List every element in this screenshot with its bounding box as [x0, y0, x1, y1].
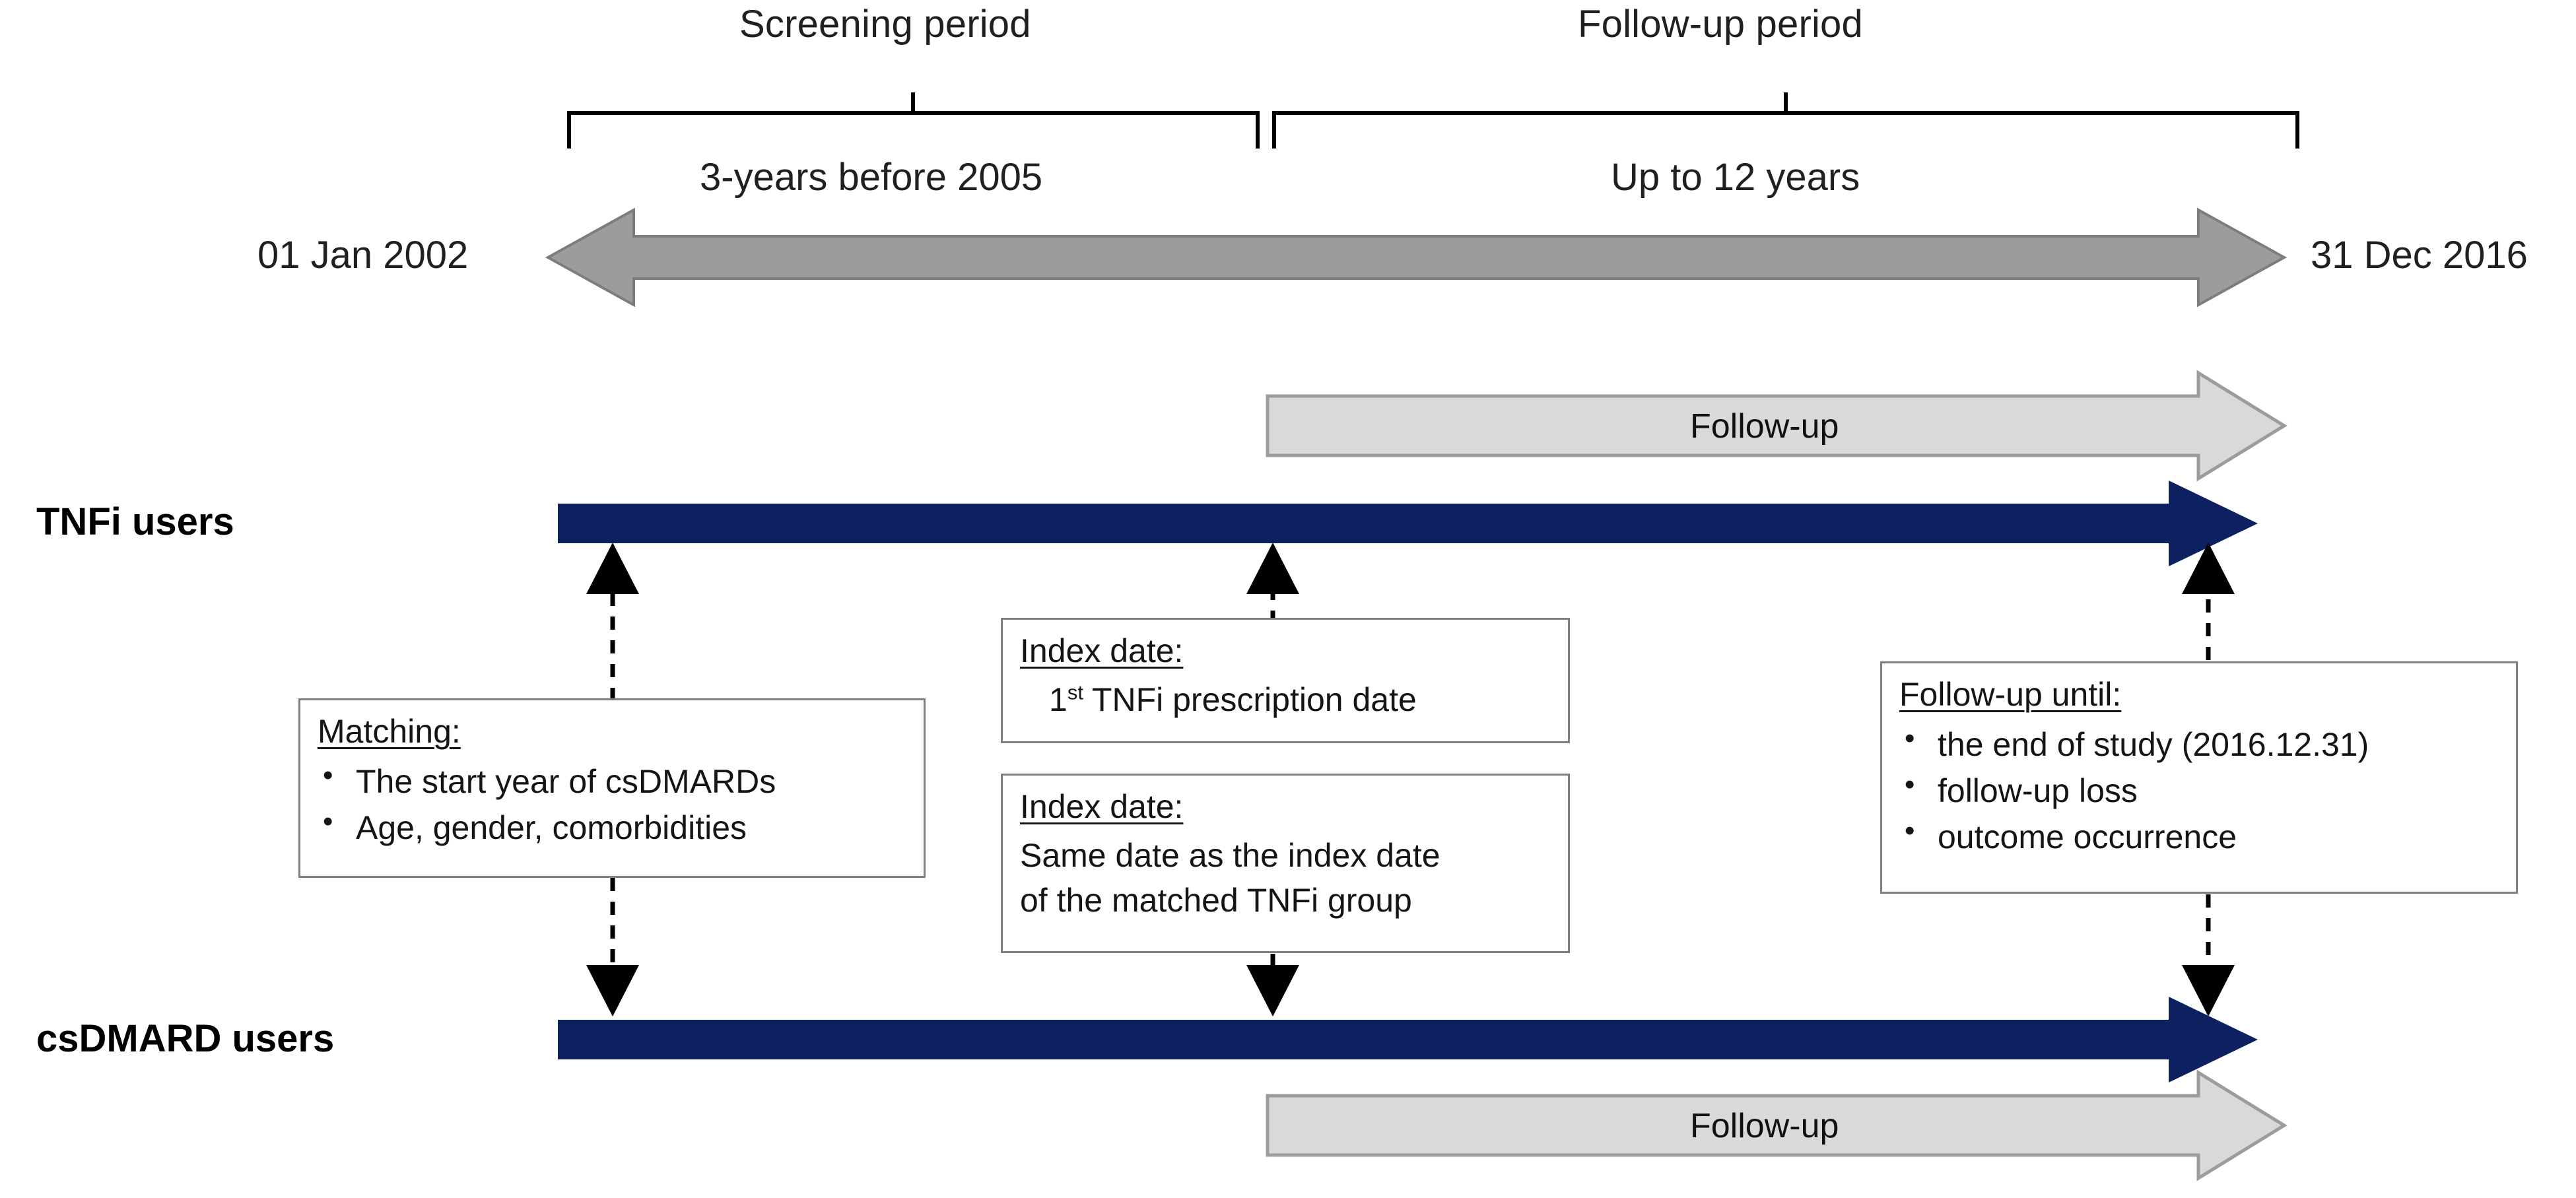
list-item: outcome occurrence: [1899, 815, 2501, 856]
callout-index-date-csdmard-line-1: Same date as the index date: [1020, 837, 1441, 874]
study-period-arrow: [545, 207, 2288, 308]
tnfi-followup-arrow-label: Follow-up: [1690, 407, 1839, 446]
callout-matching-title: Matching:: [318, 713, 461, 750]
callout-index-date-csdmard: Index date: Same date as the index date …: [1001, 774, 1570, 953]
list-item: the end of study (2016.12.31): [1899, 723, 2501, 764]
connector-followupuntil-to-csdmard: [2182, 894, 2235, 1016]
row-label-tnfi-users: TNFi users: [36, 500, 234, 543]
callout-index-date-csdmard-title: Index date:: [1020, 788, 1184, 825]
callout-matching-list: The start year of csDMARDs Age, gender, …: [318, 760, 909, 847]
list-item: The start year of csDMARDs: [318, 760, 909, 801]
screening-brace: [567, 92, 1260, 149]
ordinal-rest: TNFi prescription date: [1083, 681, 1417, 718]
callout-followup-until-title: Follow-up until:: [1899, 676, 2122, 713]
screening-brace-caption: 3-years before 2005: [700, 156, 1043, 199]
callout-index-date-tnfi-title: Index date:: [1020, 632, 1184, 669]
followup-brace: [1272, 92, 2299, 149]
followup-brace-caption: Up to 12 years: [1611, 156, 1860, 199]
csdmard-timeline-arrow: [558, 997, 2258, 1082]
csdmard-followup-arrow-label: Follow-up: [1690, 1107, 1839, 1145]
followup-period-label: Follow-up period: [1578, 3, 1863, 46]
connector-matching-to-tnfi: [586, 543, 639, 701]
connector-indexdate-to-csdmard: [1246, 954, 1299, 1016]
callout-index-date-tnfi-line: 1st TNFi prescription date: [1020, 681, 1553, 719]
connector-followupuntil-to-tnfi: [2182, 543, 2235, 660]
tnfi-timeline-arrow: [558, 481, 2258, 566]
ordinal-suffix: st: [1067, 681, 1083, 704]
list-item: Age, gender, comorbidities: [318, 806, 909, 847]
callout-matching: Matching: The start year of csDMARDs Age…: [298, 698, 926, 878]
callout-index-date-tnfi: Index date: 1st TNFi prescription date: [1001, 618, 1570, 743]
connector-indexdate-to-tnfi: [1246, 543, 1299, 624]
row-label-csdmard-users: csDMARD users: [36, 1017, 335, 1060]
callout-followup-until: Follow-up until: the end of study (2016.…: [1880, 661, 2518, 894]
callout-followup-until-list: the end of study (2016.12.31) follow-up …: [1899, 723, 2501, 856]
screening-period-label: Screening period: [739, 3, 1031, 46]
ordinal-number: 1: [1049, 681, 1068, 718]
timeline-end-date: 31 Dec 2016: [2311, 234, 2528, 277]
timeline-start-date: 01 Jan 2002: [257, 234, 469, 277]
list-item: follow-up loss: [1899, 769, 2501, 810]
connector-matching-to-csdmard: [586, 878, 639, 1016]
callout-index-date-csdmard-line-2: of the matched TNFi group: [1020, 882, 1412, 919]
